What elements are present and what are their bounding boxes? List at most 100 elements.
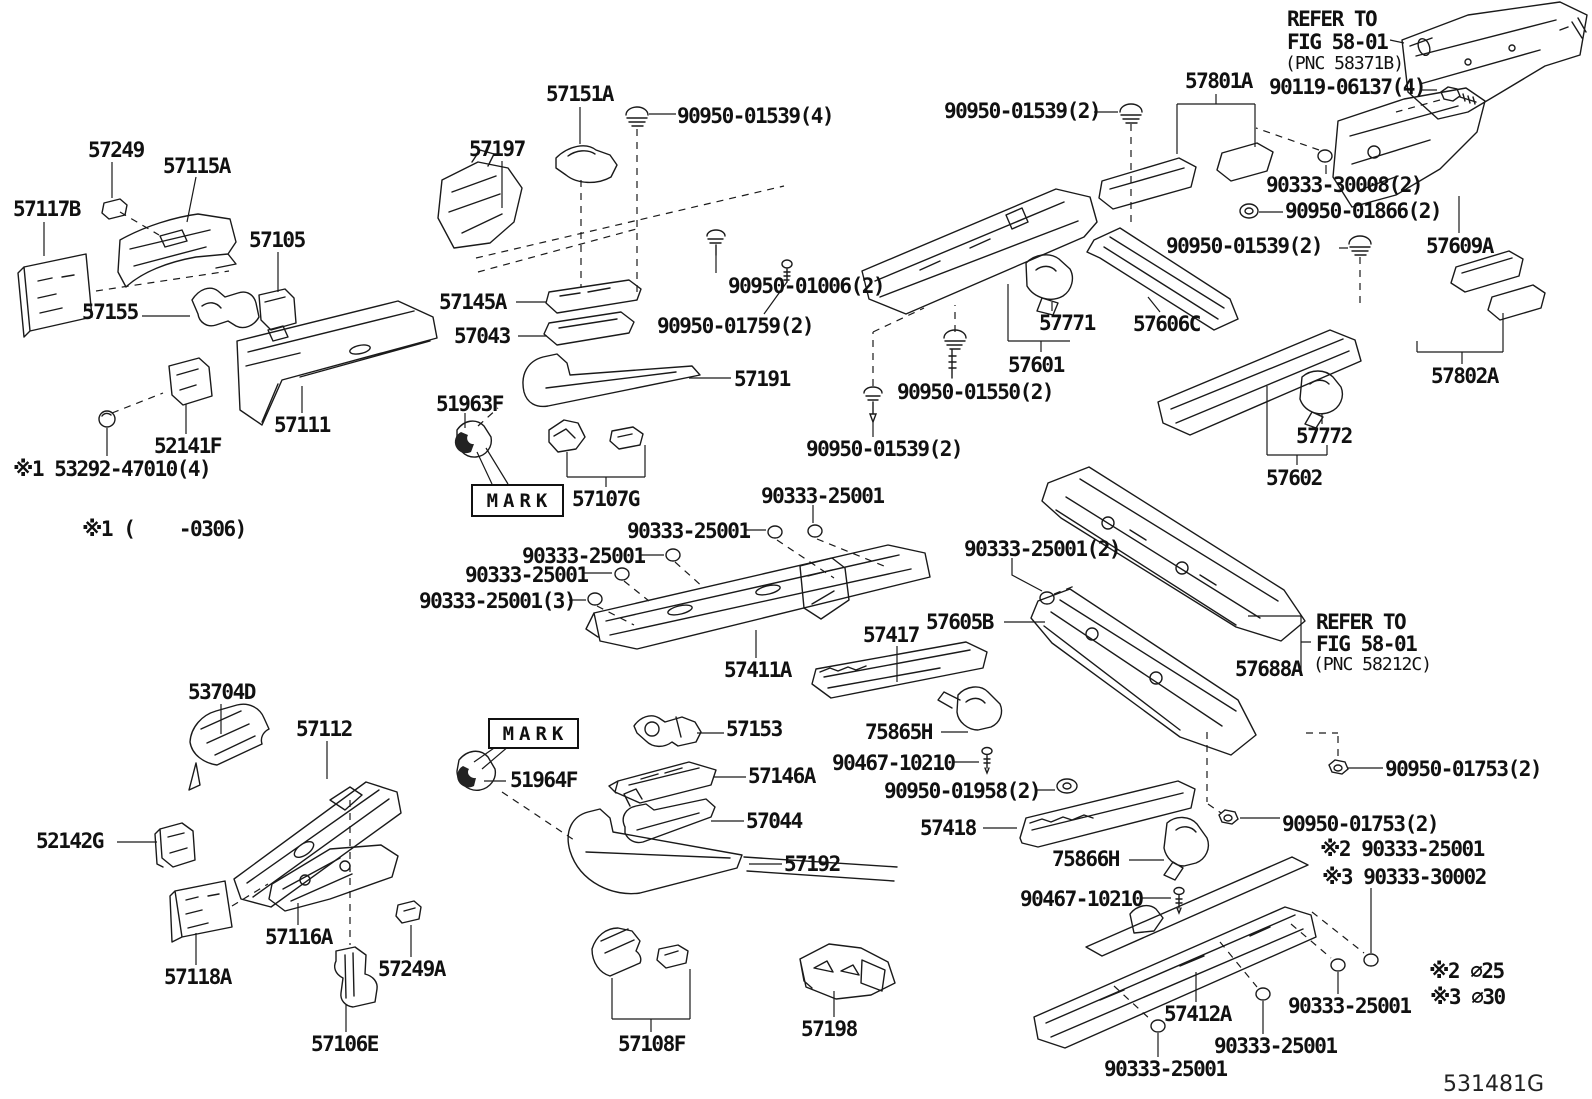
plug-icon <box>625 106 649 127</box>
part-label: 90950-01866(2) <box>1285 199 1443 223</box>
part-label: 57771 <box>1039 311 1096 335</box>
bracket-57106E <box>334 946 378 1008</box>
bracket-75866H <box>1163 816 1210 881</box>
part-label: ※2 90333-25001 <box>1320 837 1485 861</box>
grommet-icon <box>1056 778 1078 794</box>
screw-icon <box>781 259 793 283</box>
part-label: REFER TO <box>1287 7 1378 31</box>
part-label: 90333-25001(3) <box>419 589 577 613</box>
sill-57417 <box>811 641 988 699</box>
rail-57192 <box>567 808 898 895</box>
clamp-57155 <box>191 287 260 329</box>
part-label: 90333-25001 <box>761 484 885 508</box>
bracket-52141F <box>168 357 213 406</box>
clip-icon <box>1255 987 1271 1001</box>
part-label: 75865H <box>865 720 933 744</box>
part-label: 57417 <box>863 623 920 647</box>
part-label: 51964F <box>510 768 578 792</box>
part-label: 57155 <box>82 300 139 324</box>
mark-box: MARK <box>471 484 564 517</box>
part-label: 52142G <box>36 829 104 853</box>
member-57116A <box>268 844 399 912</box>
part-label: 57198 <box>801 1017 858 1041</box>
bracket-57151A <box>555 145 618 184</box>
sill-57412A <box>1033 856 1317 1049</box>
rails-57802A <box>1450 250 1546 321</box>
part-label: 51963F <box>436 392 504 416</box>
part-label: REFER TO <box>1316 610 1407 634</box>
clip-icon <box>665 548 681 562</box>
part-label: 57249A <box>378 957 446 981</box>
rails-57801A <box>1098 142 1274 210</box>
part-label: 90333-25001 <box>1214 1034 1338 1058</box>
rail-57411A <box>585 544 931 650</box>
nut-icon <box>1328 759 1349 775</box>
plate-57118A <box>169 880 233 943</box>
part-label: 90333-25001(2) <box>964 537 1122 561</box>
plug-icon <box>1119 103 1143 124</box>
bracket-57153 <box>633 715 702 748</box>
part-label: 57151A <box>546 82 614 106</box>
part-label: 57192 <box>784 852 841 876</box>
part-label: 90333-30008(2) <box>1266 173 1424 197</box>
bracket-57115A <box>117 213 237 288</box>
sill-57418 <box>1019 780 1196 848</box>
clip-icon <box>767 525 783 539</box>
part-label: 53704D <box>188 680 256 704</box>
brackets-57108F <box>591 927 689 977</box>
part-label: 57601 <box>1008 353 1065 377</box>
rivet-icon <box>706 229 726 256</box>
part-label: 57115A <box>163 154 231 178</box>
part-label: FIG 58-01 <box>1316 632 1418 656</box>
plate-57145A <box>545 279 642 314</box>
part-label: 57118A <box>164 965 232 989</box>
part-label: 57191 <box>734 367 791 391</box>
part-label: 57609A <box>1426 234 1494 258</box>
part-label: 57606C <box>1133 312 1201 336</box>
part-label: 90467-10210 <box>1020 887 1144 911</box>
part-label: 57153 <box>726 717 783 741</box>
rail-57044 <box>622 788 716 844</box>
part-label: ※2 ∅25 <box>1429 959 1505 983</box>
rail-57111 <box>236 300 438 426</box>
screw-icon <box>1173 886 1185 915</box>
part-label: 90950-01753(2) <box>1282 812 1440 836</box>
clip-icon <box>1363 953 1379 967</box>
part-label: 57802A <box>1431 364 1499 388</box>
bracket-57198 <box>799 943 896 1000</box>
part-label: 57412A <box>1164 1002 1232 1026</box>
part-label: 57116A <box>265 925 333 949</box>
bracket-75865H <box>937 686 1003 731</box>
part-label: 57146A <box>748 764 816 788</box>
part-label: 90950-01006(2) <box>728 274 886 298</box>
crossmember-57605B <box>1030 588 1257 756</box>
drawing-code: 531481G <box>1443 1072 1545 1097</box>
part-label: 57112 <box>296 717 353 741</box>
part-label: 57411A <box>724 658 792 682</box>
part-label: 57197 <box>469 137 526 161</box>
part-label: 90950-01958(2) <box>884 779 1042 803</box>
clip-icon <box>1039 591 1055 605</box>
part-label: (PNC 58212C) <box>1313 654 1432 675</box>
part-label: 57602 <box>1266 466 1323 490</box>
part-label: (PNC 58371B) <box>1285 53 1404 74</box>
bracket-57197 <box>437 149 523 249</box>
part-label: 90333-25001 <box>1288 994 1412 1018</box>
pushpin-icon <box>863 386 883 424</box>
rail-57602 <box>1157 329 1362 436</box>
plate-57117B <box>17 253 93 338</box>
clip-icon <box>614 567 630 581</box>
plug-icon <box>1348 235 1372 256</box>
part-label: 57107G <box>572 487 640 511</box>
part-label: 90333-25001 <box>522 544 646 568</box>
part-label: 57117B <box>13 197 81 221</box>
part-label: 57688A <box>1235 657 1303 681</box>
bracket-52142G <box>154 822 196 868</box>
part-label: 57108F <box>618 1032 686 1056</box>
plate-57146A <box>608 761 717 804</box>
part-label: 75866H <box>1052 847 1120 871</box>
rail-57191 <box>522 353 701 408</box>
grommet-53292-icon <box>98 410 116 428</box>
clip-57249-top <box>101 198 128 220</box>
